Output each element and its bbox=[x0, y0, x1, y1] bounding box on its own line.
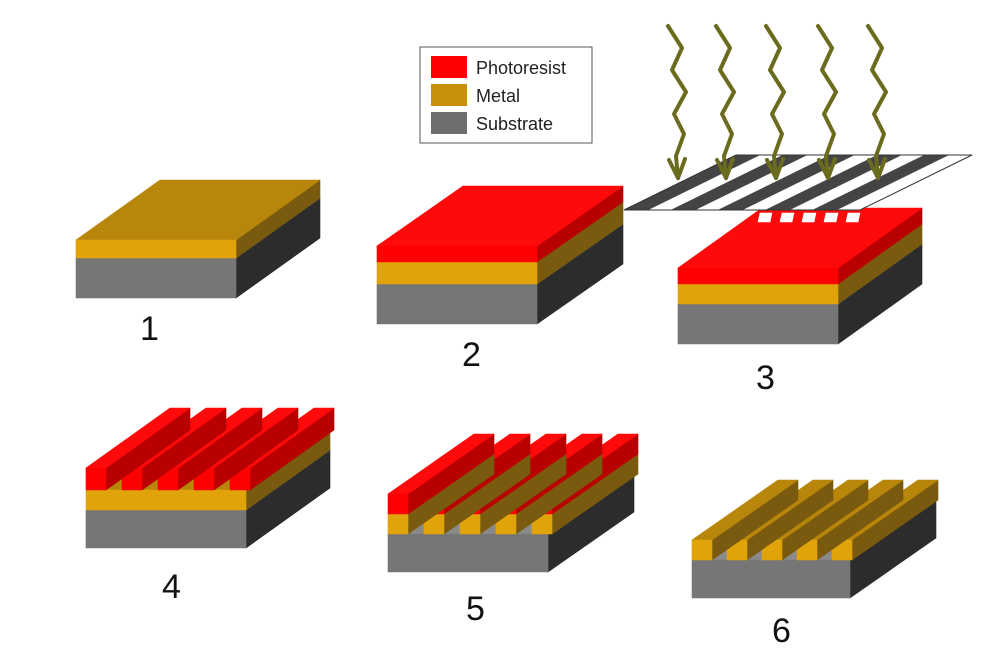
uv-ray-stem bbox=[674, 154, 680, 180]
uv-ray-3 bbox=[764, 24, 786, 158]
legend-label-photoresist: Photoresist bbox=[476, 58, 566, 78]
uv-ray-1 bbox=[666, 24, 688, 158]
block-step-1 bbox=[75, 179, 321, 299]
legend: Photoresist Metal Substrate bbox=[419, 46, 593, 144]
step-label-6: 6 bbox=[772, 612, 791, 650]
step4-substrate-front bbox=[85, 509, 247, 549]
uv-ray-stem bbox=[824, 154, 830, 180]
step3-metal-front bbox=[677, 283, 839, 305]
photomask bbox=[623, 154, 973, 211]
block-step-5 bbox=[387, 433, 639, 573]
uv-ray-5 bbox=[866, 24, 888, 158]
step5-metal-line-front bbox=[387, 513, 409, 535]
legend-label-substrate: Substrate bbox=[476, 114, 553, 134]
legend-swatch-photoresist bbox=[431, 56, 467, 78]
step2-photoresist-front bbox=[376, 245, 538, 263]
step3-exposed-strip bbox=[779, 212, 795, 223]
step-label-5: 5 bbox=[466, 590, 485, 628]
step-label-1: 1 bbox=[140, 310, 159, 348]
uv-ray-stem bbox=[874, 154, 880, 180]
photomask-outline bbox=[623, 154, 973, 211]
step6-metal-line-front bbox=[691, 539, 713, 561]
step2-substrate-front bbox=[376, 283, 538, 325]
legend-label-metal: Metal bbox=[476, 86, 520, 106]
block-step-4 bbox=[85, 407, 335, 549]
step3-substrate-front bbox=[677, 303, 839, 345]
uv-ray-2 bbox=[714, 24, 736, 158]
uv-light-rays bbox=[666, 24, 888, 180]
step6-substrate-front bbox=[691, 559, 851, 599]
step5-substrate-front bbox=[387, 533, 549, 573]
step5-resist-cap-front bbox=[387, 493, 409, 515]
step3-photoresist-front bbox=[677, 267, 839, 285]
step3-exposed-strip bbox=[845, 212, 861, 223]
block-step-2 bbox=[376, 185, 624, 325]
block-step-3 bbox=[677, 207, 923, 345]
step3-exposed-strip bbox=[801, 212, 817, 223]
step-label-3: 3 bbox=[756, 359, 775, 397]
step2-metal-front bbox=[376, 261, 538, 285]
legend-swatch-substrate bbox=[431, 112, 467, 134]
step3-exposed-strip bbox=[823, 212, 839, 223]
step-label-2: 2 bbox=[462, 336, 481, 374]
step-label-4: 4 bbox=[162, 568, 181, 606]
step1-metal-front bbox=[75, 239, 237, 259]
uv-ray-stem bbox=[722, 154, 728, 180]
uv-ray-stem bbox=[772, 154, 778, 180]
step4-resist-line-front bbox=[85, 467, 107, 491]
legend-swatch-metal bbox=[431, 84, 467, 106]
uv-ray-4 bbox=[816, 24, 838, 158]
block-step-6 bbox=[691, 479, 939, 599]
step1-substrate-front bbox=[75, 257, 237, 299]
step3-exposed-strip bbox=[757, 212, 773, 223]
step4-metal-front bbox=[85, 489, 247, 511]
